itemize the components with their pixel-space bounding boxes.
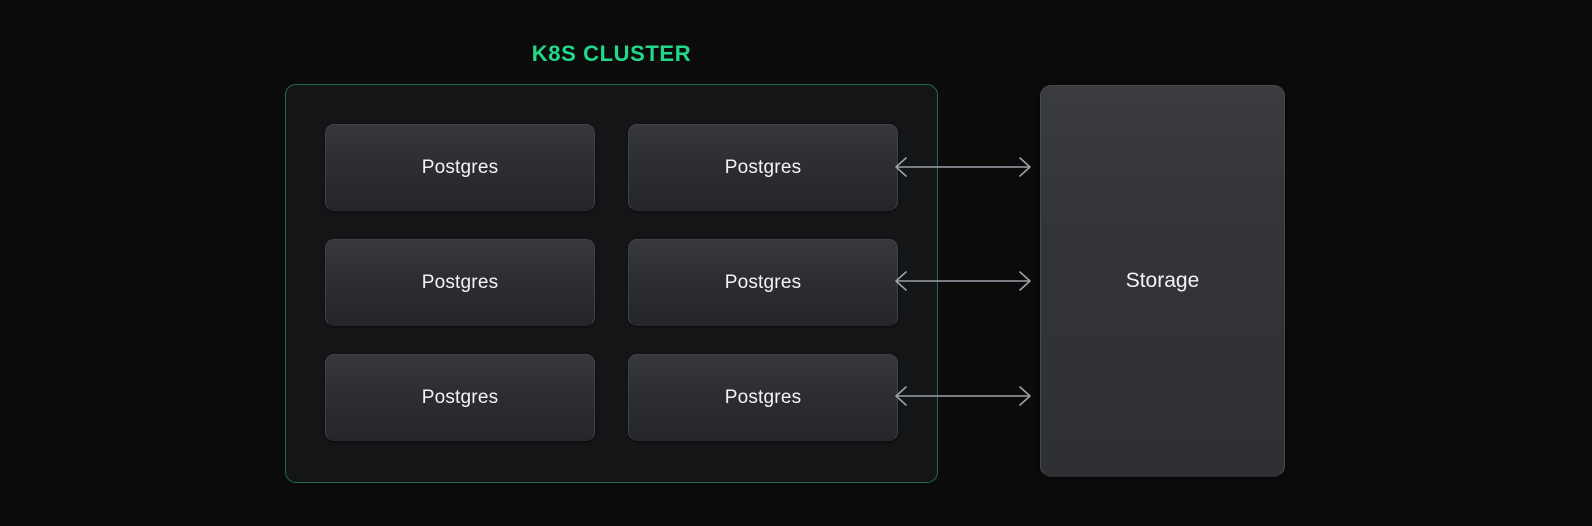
postgres-node[interactable]: Postgres <box>628 124 898 211</box>
storage-box[interactable]: Storage <box>1040 85 1285 477</box>
postgres-node-label: Postgres <box>724 386 802 408</box>
postgres-node[interactable]: Postgres <box>628 354 898 441</box>
postgres-node-label: Postgres <box>421 156 499 178</box>
postgres-node[interactable]: Postgres <box>325 239 595 326</box>
postgres-node[interactable]: Postgres <box>628 239 898 326</box>
postgres-node-grid: Postgres Postgres Postgres Postgres Post… <box>325 124 898 441</box>
postgres-node-label: Postgres <box>421 271 499 293</box>
postgres-node[interactable]: Postgres <box>325 354 595 441</box>
postgres-node-label: Postgres <box>724 271 802 293</box>
cluster-title: K8S CLUSTER <box>531 41 692 66</box>
postgres-node-label: Postgres <box>421 386 499 408</box>
postgres-node[interactable]: Postgres <box>325 124 595 211</box>
postgres-node-label: Postgres <box>724 156 802 178</box>
storage-label: Storage <box>1125 269 1200 292</box>
